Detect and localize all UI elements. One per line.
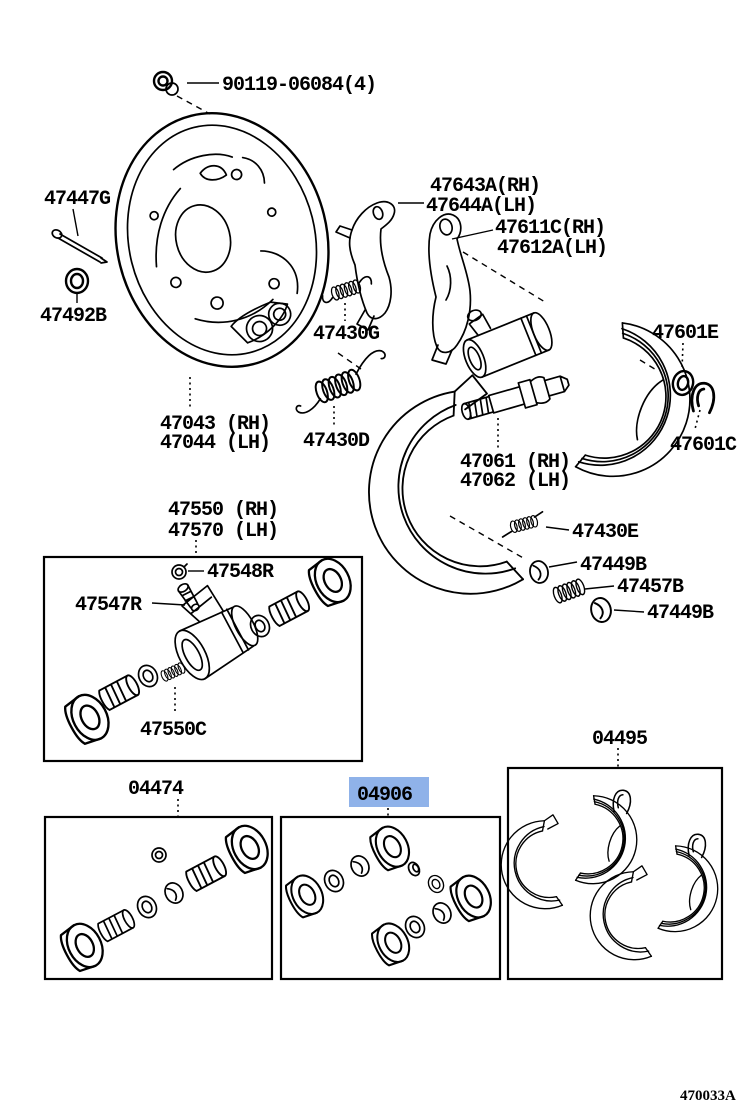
part-label-47457b[interactable]: 47457B <box>617 576 685 599</box>
return-spring-d-drawing <box>295 349 386 414</box>
leader-lines <box>72 82 701 816</box>
part-label-47550-rh[interactable]: 47550 (RH) <box>168 499 279 522</box>
part-label-47430g[interactable]: 47430G <box>313 323 381 346</box>
part-label-47449b-lower[interactable]: 47449B <box>647 602 715 625</box>
parking-lever-drawing <box>335 200 396 331</box>
trailing-shoe-drawing <box>574 320 711 498</box>
figure-code: 470033A <box>680 1088 736 1104</box>
part-label-47601c[interactable]: 47601C <box>670 434 738 457</box>
oring-drawing <box>671 369 695 397</box>
part-label-47492b[interactable]: 47492B <box>40 305 108 328</box>
part-label-47643a-rh[interactable]: 47643A(RH) <box>430 175 541 198</box>
part-label-04495[interactable]: 04495 <box>592 728 648 751</box>
part-label-04906[interactable]: 04906 <box>357 784 413 807</box>
part-label-47611c-rh[interactable]: 47611C(RH) <box>495 217 606 240</box>
shoe-lever-drawing <box>428 213 472 365</box>
bleeder-plug-drawing <box>177 582 200 612</box>
cylinder-kit-box <box>42 555 364 763</box>
kit-04495-drawing <box>491 788 727 969</box>
grommet-drawing <box>64 267 90 295</box>
compression-spring-drawing <box>550 577 588 605</box>
return-spring-g-drawing <box>321 275 373 304</box>
part-label-47430e[interactable]: 47430E <box>572 521 640 544</box>
kit-04906-drawing <box>280 819 499 971</box>
part-label-47043-rh[interactable]: 47043 (RH) <box>160 413 271 436</box>
part-label-47061-rh[interactable]: 47061 (RH) <box>460 451 571 474</box>
mount-bolt-drawing <box>152 70 179 96</box>
part-label-47601e[interactable]: 47601E <box>652 322 720 345</box>
part-label-47548r[interactable]: 47548R <box>207 561 275 584</box>
part-label-47044-lh[interactable]: 47044 (LH) <box>160 432 271 455</box>
part-label-47550c[interactable]: 47550C <box>140 719 208 742</box>
wheel-cylinder-drawing <box>462 309 553 379</box>
c-clip-drawing <box>689 380 717 415</box>
highlight-04906 <box>349 777 429 807</box>
part-label-47644a-lh[interactable]: 47644A(LH) <box>426 195 537 218</box>
anchor-pin-drawing <box>51 229 108 264</box>
dashed-reference-lines <box>176 95 659 560</box>
bleeder-cap-drawing <box>171 563 188 580</box>
kit-04906-box <box>279 815 502 981</box>
adjuster-strut-drawing <box>460 375 570 421</box>
part-label-47430d[interactable]: 47430D <box>303 430 371 453</box>
leading-shoe-drawing <box>336 371 553 624</box>
cup-lower-drawing <box>587 595 615 625</box>
cup-upper-drawing <box>527 558 551 586</box>
kit-04474-box <box>43 815 274 981</box>
part-label-47447g[interactable]: 47447G <box>44 188 112 211</box>
part-label-90119-06084[interactable]: 90119-06084(4) <box>222 74 377 97</box>
cylinder-kit-drawing <box>59 551 359 750</box>
part-label-04474[interactable]: 04474 <box>128 778 185 801</box>
part-label-47570-lh[interactable]: 47570 (LH) <box>168 520 279 543</box>
backing-plate-drawing <box>114 112 330 368</box>
kit-spring-drawing <box>159 661 187 683</box>
part-label-47612a-lh[interactable]: 47612A(LH) <box>497 237 608 260</box>
part-label-47547r[interactable]: 47547R <box>75 594 143 617</box>
kit-04474-drawing <box>54 818 276 977</box>
part-label-47449b-upper[interactable]: 47449B <box>580 554 648 577</box>
adjusting-screw-drawing <box>501 510 544 538</box>
part-label-47062-lh[interactable]: 47062 (LH) <box>460 470 571 493</box>
kit-04495-box <box>506 766 724 981</box>
